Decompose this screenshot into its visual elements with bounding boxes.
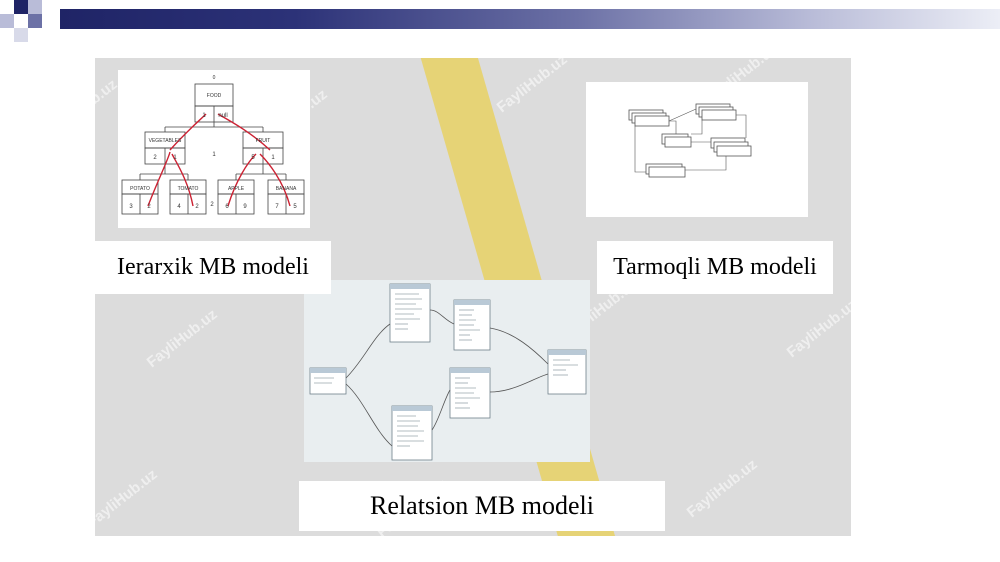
relational-model-label: Relatsion MB modeli — [299, 481, 665, 531]
watermark: FayliHub.uz — [893, 475, 971, 542]
tree-leaf-label: APPLE — [228, 186, 245, 192]
relational-diagram-svg — [309, 283, 587, 461]
tree-leaf-value: 2 — [147, 204, 151, 210]
decor-square — [14, 28, 28, 42]
tree-left-pointer: 2 — [153, 155, 157, 161]
tree-leaf-label: BANANA — [276, 186, 297, 192]
tree-level-label: 2 — [210, 202, 214, 208]
relational-diagram — [304, 280, 590, 462]
header-gradient-bar — [60, 9, 1000, 29]
decor-square — [14, 0, 28, 14]
tree-leaf-label: POTATO — [130, 186, 150, 192]
tree-leaf-value: 9 — [243, 204, 247, 210]
tree-right-pointer: 5 — [251, 155, 255, 161]
tree-leaf-value: 4 — [177, 204, 181, 210]
network-diagram-svg — [628, 103, 752, 178]
tree-left-value: 1 — [173, 155, 177, 161]
tree-leaf-value: 2 — [195, 204, 199, 210]
watermark: FayliHub.uz — [893, 85, 971, 152]
title-bar — [0, 0, 1000, 42]
network-model-label: Tarmoqli MB modeli — [597, 241, 833, 294]
tree-left-label: VEGETABLES — [149, 138, 182, 144]
hierarchical-diagram: 0 FOOD 1 null VEGETABLES FRUIT 2 1 5 1 1… — [118, 70, 310, 228]
decor-square — [28, 14, 42, 28]
tree-level-label: 1 — [212, 152, 216, 158]
network-diagram — [586, 82, 808, 217]
tree-leaf-value: 6 — [225, 204, 229, 210]
tree-right-value: 1 — [271, 155, 275, 161]
tree-leaf-label: TOMATO — [178, 186, 199, 192]
tree-leaf-value: 7 — [275, 204, 279, 210]
hierarchical-model-label: Ierarxik MB modeli — [95, 241, 331, 294]
tree-root-pointer: 1 — [202, 113, 206, 119]
tree-root-label: FOOD — [207, 93, 222, 99]
decor-square — [28, 0, 42, 14]
tree-leaf-value: 5 — [293, 204, 297, 210]
decor-square — [0, 14, 14, 28]
hierarchical-tree-svg: 0 FOOD 1 null VEGETABLES FRUIT 2 1 5 1 1… — [121, 75, 305, 215]
tree-root-null: null — [218, 113, 227, 119]
tree-level-label: 0 — [213, 75, 216, 81]
tree-right-label: FRUIT — [256, 138, 271, 144]
tree-leaf-value: 3 — [129, 204, 133, 210]
